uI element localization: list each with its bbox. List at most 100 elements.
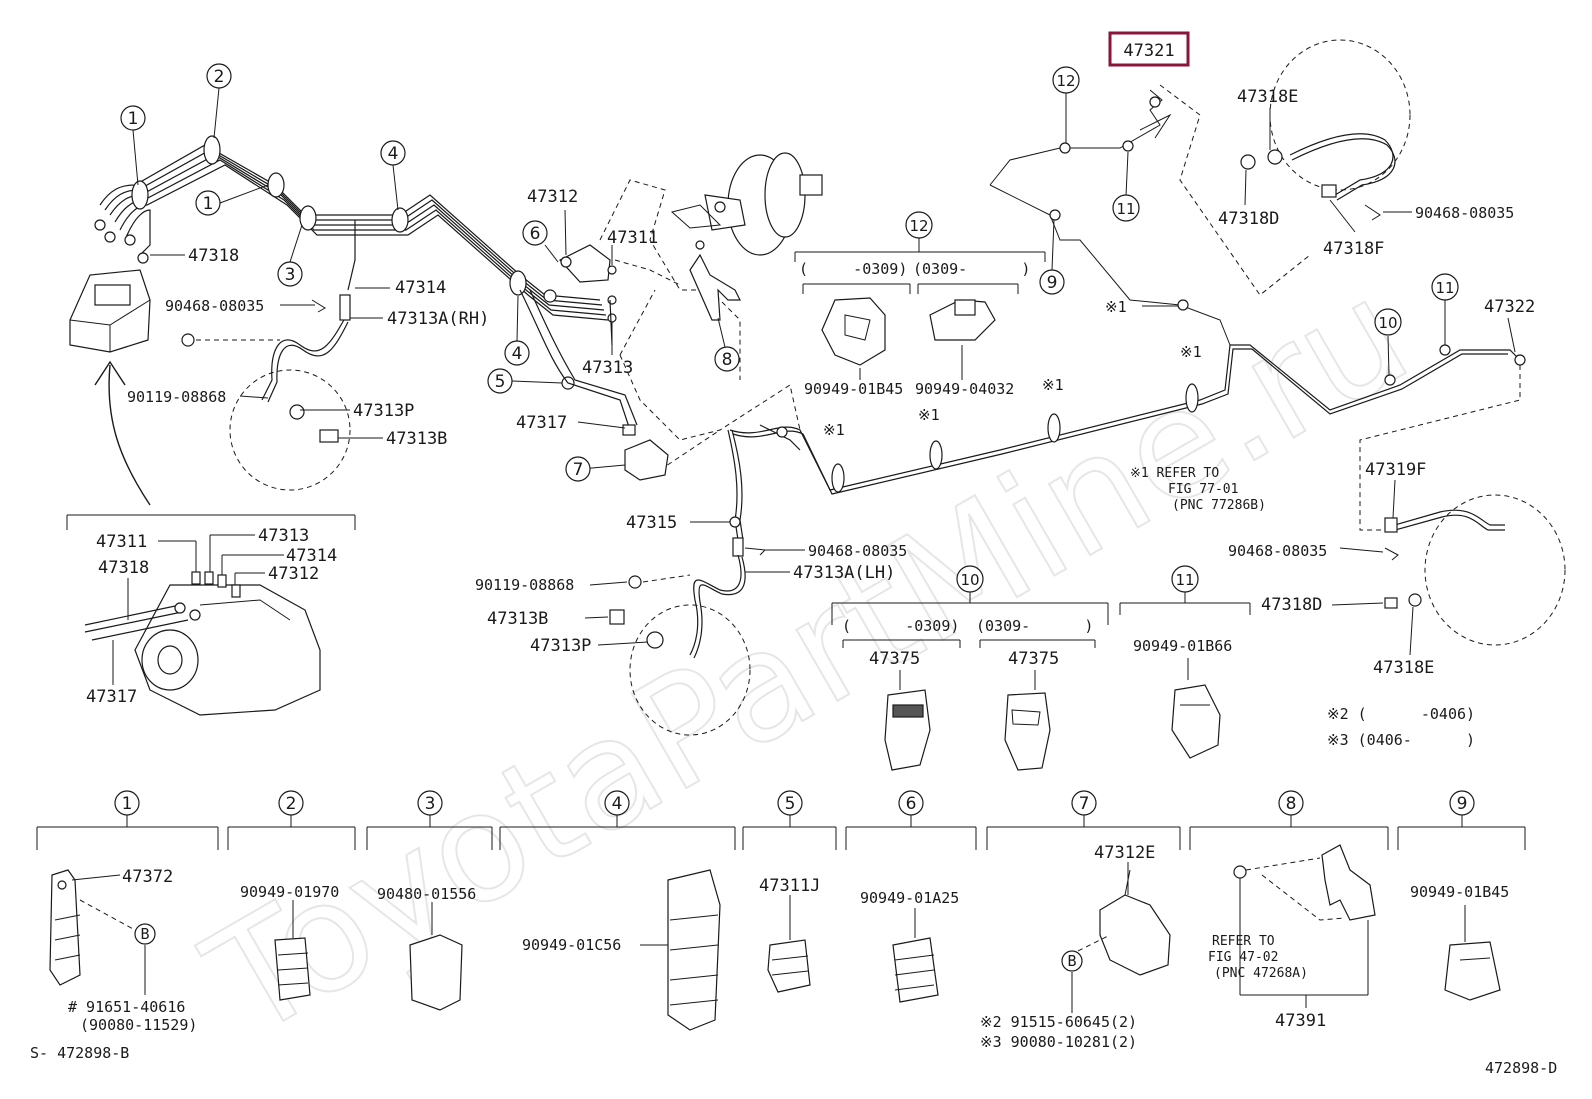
- label-47317[interactable]: 47317: [516, 413, 567, 433]
- bottom-label-91651[interactable]: # 91651-40616: [68, 998, 185, 1016]
- label-47313P[interactable]: 47313P: [353, 401, 414, 421]
- bottom-labels: 47372 B # 91651-40616 (90080-11529) 9094…: [68, 843, 1509, 1051]
- pipe-bundle-left: [94, 135, 638, 431]
- label-47318E-b[interactable]: 47318E: [1373, 658, 1434, 678]
- mark-1-d: ※1: [918, 406, 940, 424]
- label-47311[interactable]: 47311: [607, 228, 658, 248]
- mark-1-e: ※1: [823, 421, 845, 439]
- label-90949-04032[interactable]: 90949-04032: [915, 380, 1014, 398]
- bottom-callout-6: 6: [898, 790, 924, 816]
- label-47313B-b[interactable]: 47313B: [487, 609, 548, 629]
- svg-text:B: B: [140, 925, 149, 943]
- callout-3: 3: [277, 261, 303, 287]
- callout-7: 7: [565, 456, 591, 482]
- callout-4a: 4: [380, 140, 406, 166]
- arrow-to-actuator: [108, 364, 151, 506]
- flex-hose-rear-top: [1240, 39, 1411, 221]
- callout-2: 2: [206, 63, 232, 89]
- svg-text:4: 4: [388, 144, 399, 164]
- inset-label-47317[interactable]: 47317: [86, 687, 137, 707]
- flex-hose-rear-bottom: [1359, 365, 1566, 646]
- mark-1-c: ※1: [1042, 376, 1064, 394]
- inset-label-47311[interactable]: 47311: [96, 532, 147, 552]
- highlighted-part-47321[interactable]: 47321: [1108, 31, 1190, 67]
- svg-text:2: 2: [214, 67, 225, 87]
- label-47313B[interactable]: 47313B: [386, 429, 447, 449]
- bottom-label-90480-01556[interactable]: 90480-01556: [377, 885, 476, 903]
- callout-12b: 12: [905, 211, 933, 239]
- label-47313[interactable]: 47313: [582, 358, 633, 378]
- bottom-label-47372[interactable]: 47372: [122, 867, 173, 887]
- label-47315[interactable]: 47315: [626, 513, 677, 533]
- abs-actuator-top: [69, 269, 151, 353]
- label-90468-08035-c[interactable]: 90468-08035: [1415, 204, 1514, 222]
- svg-text:9: 9: [1457, 794, 1468, 814]
- bottom-label-90080-11529[interactable]: (90080-11529): [80, 1016, 197, 1034]
- bottom-callout-4: 4: [604, 790, 630, 816]
- bottom-label-90949-01A25[interactable]: 90949-01A25: [860, 889, 959, 907]
- bottom-refer-line-1: REFER TO: [1212, 934, 1275, 949]
- label-47313A-RH[interactable]: 47313A(RH): [387, 309, 489, 329]
- mark-1-a: ※1: [1105, 298, 1127, 316]
- label-90949-01B66[interactable]: 90949-01B66: [1133, 637, 1232, 655]
- bottom-label-47391[interactable]: 47391: [1275, 1011, 1326, 1031]
- svg-text:4: 4: [512, 344, 523, 364]
- inset-actuator: [66, 514, 356, 716]
- callout-12a: 12: [1052, 66, 1080, 94]
- bottom-callout-5: 5: [777, 790, 803, 816]
- inset-label-47318[interactable]: 47318: [98, 558, 149, 578]
- callout-11-group: 11: [1171, 565, 1199, 593]
- label-47314[interactable]: 47314: [395, 278, 446, 298]
- callout-4b: 4: [504, 340, 530, 366]
- label-90119-08868-b[interactable]: 90119-08868: [475, 576, 574, 594]
- bottom-refer-line-3: (PNC 47268A): [1214, 966, 1308, 981]
- body-outline-47321: [989, 84, 1311, 346]
- label-47318D[interactable]: 47318D: [1218, 209, 1279, 229]
- svg-text:7: 7: [573, 460, 584, 480]
- svg-text:6: 6: [906, 794, 917, 814]
- bottom-label-90949-01C56[interactable]: 90949-01C56: [522, 936, 621, 954]
- label-90468-08035[interactable]: 90468-08035: [165, 297, 264, 315]
- bottom-callout-8: 8: [1278, 790, 1304, 816]
- svg-text:1: 1: [122, 794, 133, 814]
- bottom-label-90949-01970[interactable]: 90949-01970: [240, 883, 339, 901]
- bottom-label-90080-10281[interactable]: ※3 90080-10281(2): [980, 1033, 1137, 1051]
- bottom-callout-1: 1: [114, 790, 140, 816]
- bottom-label-91515-60645[interactable]: ※2 91515-60645(2): [980, 1013, 1137, 1031]
- bottom-callout-9: 9: [1449, 790, 1475, 816]
- label-90468-08035-d[interactable]: 90468-08035: [1228, 542, 1327, 560]
- label-47318E[interactable]: 47318E: [1237, 87, 1298, 107]
- bottom-label-47311J[interactable]: 47311J: [759, 876, 820, 896]
- label-47313P-b[interactable]: 47313P: [530, 636, 591, 656]
- date-ranges: ( -0309) (0309- ) ( -0309) (0309- ): [799, 260, 1093, 635]
- label-47318F[interactable]: 47318F: [1323, 239, 1384, 259]
- svg-text:8: 8: [1286, 794, 1297, 814]
- callout-1b: 1: [195, 190, 221, 216]
- bracket-8: [689, 240, 741, 321]
- label-47319F[interactable]: 47319F: [1365, 460, 1426, 480]
- label-90119-08868[interactable]: 90119-08868: [127, 388, 226, 406]
- leader-lines: [132, 87, 1516, 656]
- label-47375-b[interactable]: 47375: [1008, 649, 1059, 669]
- applicability-notes: ※2 ( -0406) ※3 (0406- ): [1327, 705, 1475, 749]
- label-47313A-LH[interactable]: 47313A(LH): [793, 563, 895, 583]
- flex-hose-rh: [181, 294, 351, 491]
- flex-hose-lh: [609, 429, 767, 736]
- part-number-47321[interactable]: 47321: [1123, 41, 1174, 61]
- label-47312[interactable]: 47312: [527, 187, 578, 207]
- callout-5: 5: [487, 368, 513, 394]
- label-47318[interactable]: 47318: [188, 246, 239, 266]
- inset-label-47312[interactable]: 47312: [268, 564, 319, 584]
- label-47375-a[interactable]: 47375: [869, 649, 920, 669]
- label-90468-08035-b[interactable]: 90468-08035: [808, 542, 907, 560]
- bottom-label-47312E[interactable]: 47312E: [1094, 843, 1155, 863]
- inset-label-47313[interactable]: 47313: [258, 526, 309, 546]
- label-47322[interactable]: 47322: [1484, 297, 1535, 317]
- label-47318D-b[interactable]: 47318D: [1261, 595, 1322, 615]
- inset-label-47314[interactable]: 47314: [286, 546, 337, 566]
- svg-text:12: 12: [1056, 72, 1075, 90]
- label-90949-01B45[interactable]: 90949-01B45: [804, 380, 903, 398]
- bottom-label-90949-01B45[interactable]: 90949-01B45: [1410, 883, 1509, 901]
